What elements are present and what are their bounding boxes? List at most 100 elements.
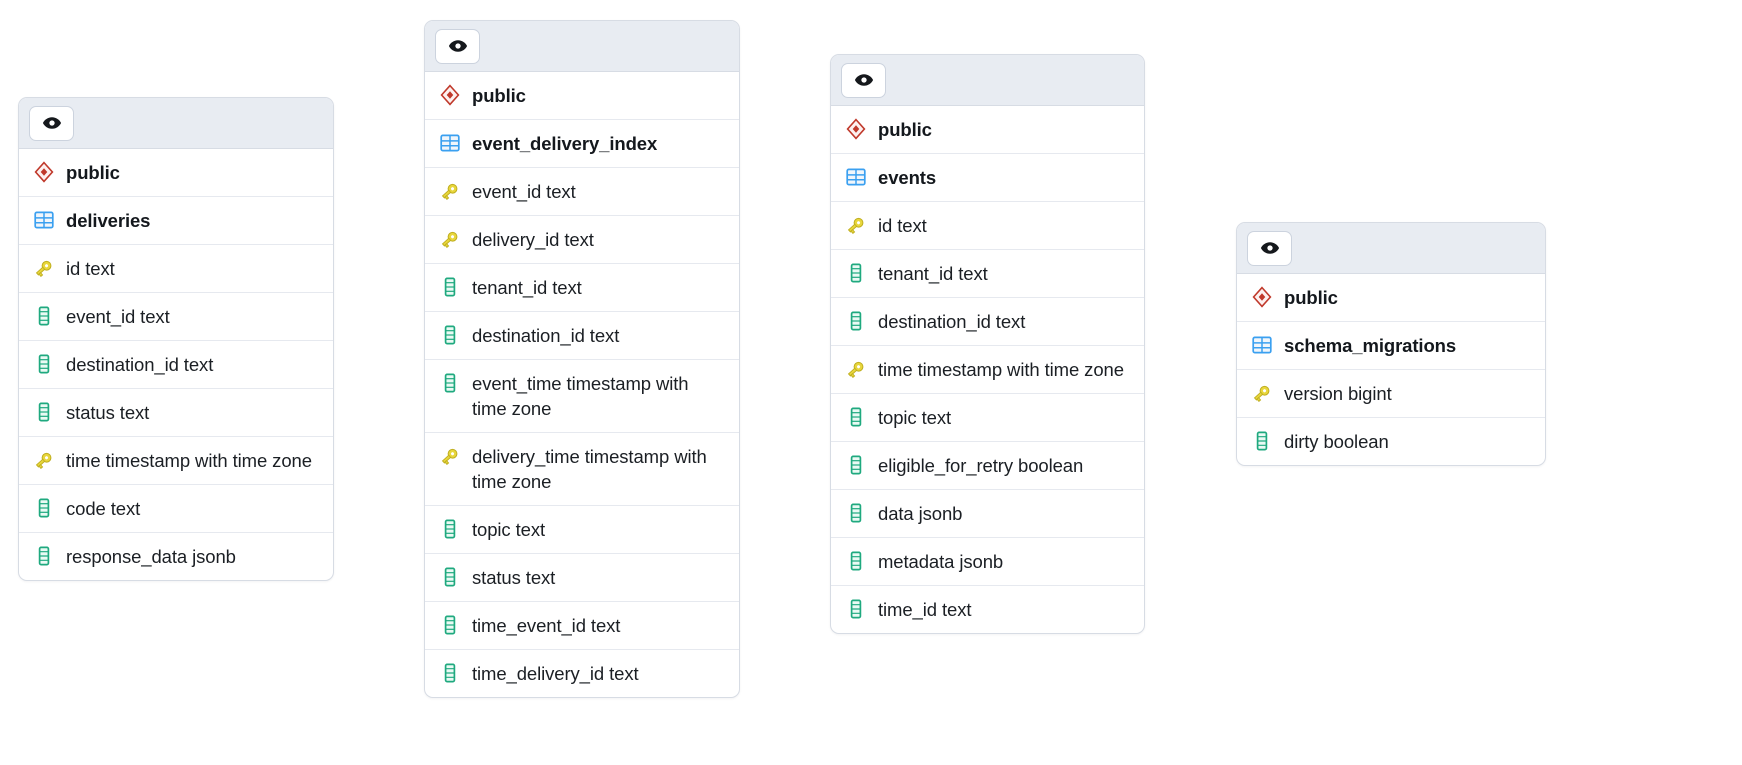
column-row[interactable]: destination_id text [19, 341, 333, 389]
schema-row[interactable]: public [1237, 274, 1545, 322]
column-row[interactable]: status text [19, 389, 333, 437]
column-row[interactable]: event_id text [19, 293, 333, 341]
schema-icon [1251, 285, 1273, 309]
visibility-toggle-button[interactable] [435, 28, 480, 64]
eye-icon [854, 74, 873, 86]
column-row[interactable]: event_id text [425, 168, 739, 216]
eye-icon [1260, 242, 1279, 254]
column-row[interactable]: dirty boolean [1237, 418, 1545, 465]
column-row[interactable]: code text [19, 485, 333, 533]
column-row[interactable]: eligible_for_retry boolean [831, 442, 1144, 490]
column-label: delivery_time timestamp with time zone [472, 446, 707, 492]
schema-label: public [1284, 287, 1338, 308]
table-icon [845, 165, 867, 189]
visibility-toggle-button[interactable] [1247, 230, 1292, 266]
column-row[interactable]: response_data jsonb [19, 533, 333, 580]
schema-row[interactable]: public [19, 149, 333, 197]
schema-icon [33, 160, 55, 184]
column-row[interactable]: version bigint [1237, 370, 1545, 418]
column-icon [33, 400, 55, 424]
column-icon [845, 405, 867, 429]
column-label: time timestamp with time zone [66, 450, 312, 471]
column-row[interactable]: metadata jsonb [831, 538, 1144, 586]
column-row[interactable]: destination_id text [831, 298, 1144, 346]
key-icon [441, 231, 458, 249]
table-name-label: events [878, 167, 937, 188]
column-row[interactable]: topic text [831, 394, 1144, 442]
schema-row[interactable]: public [831, 106, 1144, 154]
column-label: dirty boolean [1284, 431, 1389, 452]
column-icon [845, 549, 867, 573]
schema-icon [440, 84, 460, 106]
table-name-label: schema_migrations [1284, 335, 1457, 356]
column-row[interactable]: data jsonb [831, 490, 1144, 538]
column-icon [444, 615, 456, 635]
column-icon [845, 597, 867, 621]
column-icon [444, 373, 456, 393]
column-row[interactable]: topic text [425, 506, 739, 554]
table-icon [440, 134, 460, 152]
column-row[interactable]: time timestamp with time zone [19, 437, 333, 485]
column-label: code text [66, 498, 141, 519]
column-row[interactable]: event_time timestamp with time zone [425, 360, 739, 433]
column-icon [444, 567, 456, 587]
column-row[interactable]: id text [19, 245, 333, 293]
table-name-row[interactable]: schema_migrations [1237, 322, 1545, 370]
column-row[interactable]: delivery_id text [425, 216, 739, 264]
table-name-row[interactable]: events [831, 154, 1144, 202]
table-header [1237, 223, 1545, 274]
schema-icon [34, 161, 54, 183]
column-icon [444, 277, 456, 297]
schema-icon [1252, 286, 1272, 308]
column-icon [1256, 431, 1268, 451]
column-label: status text [66, 402, 150, 423]
column-row[interactable]: time_id text [831, 586, 1144, 633]
visibility-toggle-button[interactable] [29, 105, 74, 141]
table-icon [846, 168, 866, 186]
column-row[interactable]: time timestamp with time zone [831, 346, 1144, 394]
column-row[interactable]: time_event_id text [425, 602, 739, 650]
column-row[interactable]: tenant_id text [831, 250, 1144, 298]
table-name-row[interactable]: deliveries [19, 197, 333, 245]
column-row[interactable]: delivery_time timestamp with time zone [425, 433, 739, 506]
table-icon [33, 208, 55, 232]
key-icon [33, 448, 55, 472]
column-row[interactable]: tenant_id text [425, 264, 739, 312]
column-icon [850, 455, 862, 475]
eye-icon [42, 117, 61, 129]
key-icon [847, 217, 864, 235]
column-row[interactable]: id text [831, 202, 1144, 250]
visibility-toggle-button[interactable] [841, 62, 886, 98]
schema-icon [439, 83, 461, 107]
column-icon [845, 309, 867, 333]
table-name-row[interactable]: event_delivery_index [425, 120, 739, 168]
column-icon [439, 371, 461, 395]
column-icon [1251, 429, 1273, 453]
column-icon [850, 263, 862, 283]
column-label: event_id text [66, 306, 170, 327]
table-header [831, 55, 1144, 106]
table-name-label: event_delivery_index [472, 133, 658, 154]
schema-row[interactable]: public [425, 72, 739, 120]
column-label: destination_id text [66, 354, 214, 375]
column-icon [444, 663, 456, 683]
schema-icon [845, 117, 867, 141]
column-row[interactable]: status text [425, 554, 739, 602]
table-header [425, 21, 739, 72]
column-row[interactable]: destination_id text [425, 312, 739, 360]
column-row[interactable]: time_delivery_id text [425, 650, 739, 697]
column-label: metadata jsonb [878, 551, 1004, 572]
schema-label: public [878, 119, 932, 140]
column-icon [38, 306, 50, 326]
key-icon [33, 256, 55, 280]
table-icon [34, 211, 54, 229]
column-icon [439, 323, 461, 347]
column-label: id text [66, 258, 115, 279]
